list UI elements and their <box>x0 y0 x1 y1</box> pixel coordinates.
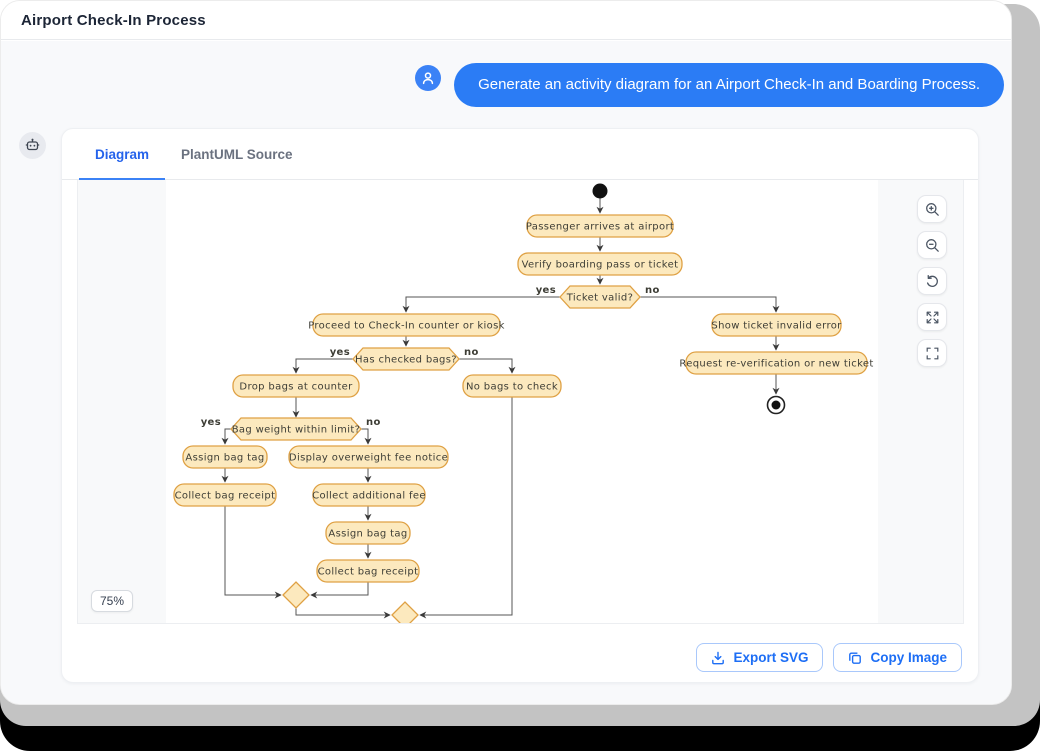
svg-text:Collect additional fee: Collect additional fee <box>312 491 426 502</box>
zoom-in-icon <box>925 202 939 216</box>
svg-text:Assign bag tag: Assign bag tag <box>328 529 407 540</box>
page-title: Airport Check-In Process <box>21 11 206 29</box>
svg-text:Bag weight within limit?: Bag weight within limit? <box>232 425 361 436</box>
copy-image-button[interactable]: Copy Image <box>833 643 962 672</box>
expand-icon <box>926 311 938 323</box>
svg-text:Proceed to Check-In counter or: Proceed to Check-In counter or kiosk <box>308 321 505 332</box>
svg-text:Collect bag receipt: Collect bag receipt <box>318 567 419 578</box>
tab-diagram[interactable]: Diagram <box>79 129 166 180</box>
svg-text:Display overweight fee notice: Display overweight fee notice <box>289 453 448 464</box>
user-avatar <box>415 65 442 91</box>
reset-icon <box>926 274 938 287</box>
bot-avatar <box>19 132 46 159</box>
copy-image-label: Copy Image <box>870 650 947 665</box>
card-footer: Export SVG Copy Image <box>696 643 962 672</box>
reset-view-button[interactable] <box>917 267 947 295</box>
svg-text:Ticket valid?: Ticket valid? <box>566 293 634 304</box>
download-icon <box>712 651 725 664</box>
chat-message-row: Generate an activity diagram for an Airp… <box>415 63 1004 107</box>
svg-text:Drop bags at counter: Drop bags at counter <box>239 382 353 393</box>
svg-text:Collect bag receipt: Collect bag receipt <box>175 491 276 502</box>
app-header: Airport Check-In Process <box>1 1 1011 40</box>
export-svg-button[interactable]: Export SVG <box>696 643 824 672</box>
svg-text:yes: yes <box>201 417 221 428</box>
export-svg-label: Export SVG <box>733 650 809 665</box>
svg-text:yes: yes <box>330 347 350 358</box>
zoom-controls <box>917 195 947 367</box>
fullscreen-icon <box>926 347 938 359</box>
person-icon <box>422 72 434 85</box>
svg-text:no: no <box>366 417 381 428</box>
diagram-card: Diagram PlantUML Source Passenger arrive… <box>61 128 979 683</box>
robot-icon <box>25 138 40 151</box>
zoom-out-icon <box>925 238 939 252</box>
app-window: Airport Check-In Process Generate an act… <box>0 0 1012 705</box>
svg-text:Request re-verification or new: Request re-verification or new ticket <box>679 359 873 370</box>
svg-text:no: no <box>645 285 660 296</box>
zoom-in-button[interactable] <box>917 195 947 223</box>
tab-plantuml-source[interactable]: PlantUML Source <box>181 146 293 162</box>
svg-text:no: no <box>464 347 479 358</box>
svg-text:Show ticket invalid error: Show ticket invalid error <box>711 321 842 332</box>
copy-icon <box>849 652 862 664</box>
svg-text:No bags to check: No bags to check <box>466 382 558 393</box>
svg-text:Passenger arrives at airport: Passenger arrives at airport <box>526 222 674 233</box>
expand-button[interactable] <box>917 303 947 331</box>
fullscreen-button[interactable] <box>917 339 947 367</box>
svg-text:Verify boarding pass or ticket: Verify boarding pass or ticket <box>522 260 679 271</box>
zoom-out-button[interactable] <box>917 231 947 259</box>
svg-text:Has checked bags?: Has checked bags? <box>355 355 457 366</box>
tab-bar: Diagram PlantUML Source <box>62 129 978 180</box>
chat-message-bubble: Generate an activity diagram for an Airp… <box>454 63 1004 107</box>
svg-text:yes: yes <box>536 285 556 296</box>
zoom-level-badge: 75% <box>91 590 134 612</box>
svg-text:Assign bag tag: Assign bag tag <box>185 453 264 464</box>
